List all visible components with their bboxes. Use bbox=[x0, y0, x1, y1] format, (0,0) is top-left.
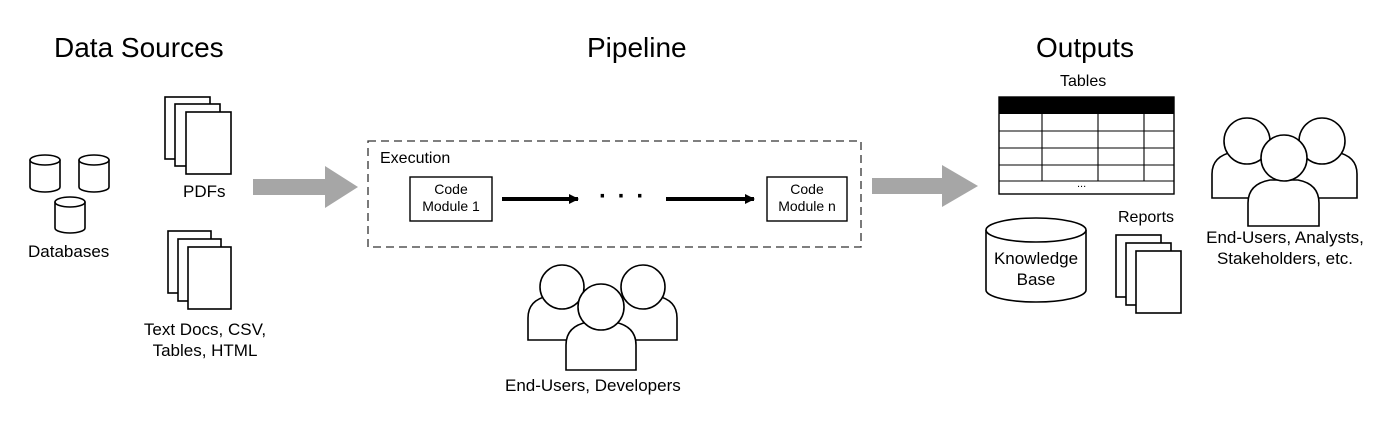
person-center bbox=[565, 283, 637, 371]
reports-icon bbox=[1115, 234, 1182, 314]
person-center bbox=[1247, 134, 1320, 227]
text-docs-label-line-1: Text Docs, CSV, bbox=[143, 320, 267, 339]
stakeholders-label-line-2: Stakeholders, etc. bbox=[1216, 249, 1354, 268]
databases-label: Databases bbox=[28, 242, 110, 261]
stakeholders-group-icon bbox=[1211, 117, 1358, 227]
stakeholders-label-line-1: End-Users, Analysts, bbox=[1206, 228, 1364, 247]
table-ellipsis: ... bbox=[1077, 178, 1087, 190]
stakeholders-label: End-Users, Analysts, Stakeholders, etc. bbox=[1200, 227, 1370, 269]
code-module-1-box bbox=[409, 176, 493, 222]
pdf-documents-icon bbox=[164, 96, 232, 175]
flow-arrow-pipeline-to-outputs bbox=[872, 165, 978, 207]
data-sources-heading: Data Sources bbox=[54, 32, 224, 63]
knowledge-base-icon bbox=[985, 217, 1087, 303]
outputs-heading: Outputs bbox=[1036, 32, 1135, 63]
execution-label: Execution bbox=[380, 150, 451, 167]
text-docs-label-line-2: Tables, HTML bbox=[152, 341, 258, 360]
code-module-n-line-2: Module n bbox=[778, 198, 836, 214]
code-module-1-line-2: Module 1 bbox=[422, 198, 480, 214]
pdfs-label: PDFs bbox=[183, 182, 226, 201]
tables-label: Tables bbox=[1060, 73, 1107, 90]
reports-label: Reports bbox=[1118, 209, 1175, 226]
developers-group-icon bbox=[527, 264, 678, 371]
code-module-n-label: Code Module n bbox=[767, 181, 847, 215]
table-icon bbox=[998, 96, 1175, 195]
execution-boundary bbox=[367, 140, 862, 248]
code-module-1-label: Code Module 1 bbox=[410, 181, 492, 215]
code-module-1-line-1: Code bbox=[434, 181, 468, 197]
ellipsis: · · · bbox=[599, 183, 647, 210]
flow-arrow-sources-to-pipeline bbox=[253, 166, 358, 208]
code-module-n-line-1: Code bbox=[790, 181, 824, 197]
database-cylinder-1 bbox=[29, 154, 61, 193]
text-docs-label: Text Docs, CSV, Tables, HTML bbox=[130, 319, 280, 361]
knowledge-base-line-1: Knowledge bbox=[993, 249, 1079, 268]
developers-label: End-Users, Developers bbox=[505, 376, 681, 395]
database-cylinder-3 bbox=[54, 196, 86, 234]
knowledge-base-label: Knowledge Base bbox=[986, 248, 1086, 290]
database-icon bbox=[29, 154, 110, 234]
code-module-n-box bbox=[766, 176, 848, 222]
database-cylinder-2 bbox=[78, 154, 110, 193]
knowledge-base-line-2: Base bbox=[1016, 270, 1056, 289]
text-documents-icon bbox=[167, 230, 232, 310]
pipeline-heading: Pipeline bbox=[587, 32, 687, 63]
